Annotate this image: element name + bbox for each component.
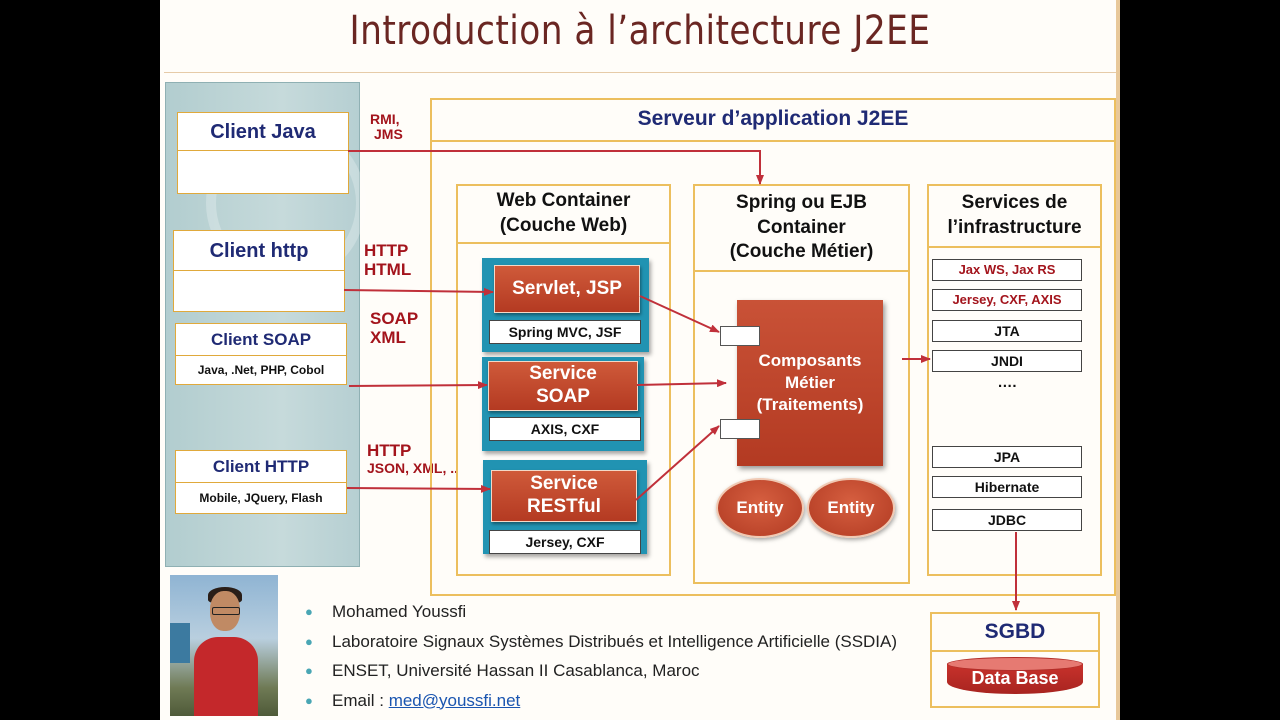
service-hibernate: Hibernate — [932, 476, 1082, 498]
service-jax: Jax WS, Jax RS — [932, 259, 1082, 281]
client-http-title: Client http — [174, 231, 344, 271]
database-cylinder: Data Base — [947, 657, 1083, 699]
client-soap-title: Client SOAP — [176, 324, 346, 356]
database-label: Data Base — [971, 668, 1059, 688]
client-soap-box: Client SOAP Java, .Net, PHP, Cobol — [175, 323, 347, 385]
client-soap-sub: Java, .Net, PHP, Cobol — [197, 363, 325, 377]
client-java-title: Client Java — [178, 113, 348, 151]
arrow-java-to-business — [348, 150, 764, 185]
service-jta: JTA — [932, 320, 1082, 342]
arrow-http-to-servlet — [343, 287, 494, 296]
entity-1: Entity — [716, 478, 804, 538]
arrow-soap-to-components — [636, 379, 727, 388]
sgbd-box — [930, 612, 1100, 708]
arrows-layer — [343, 150, 1020, 611]
client-rest-title: Client HTTP — [176, 451, 346, 483]
arrow-rest-to-components — [635, 425, 720, 501]
service-jdbc: JDBC — [932, 509, 1082, 531]
web-container-header: Web Container(Couche Web) — [456, 184, 671, 244]
service-jndi: JNDI — [932, 350, 1082, 372]
entity-2: Entity — [807, 478, 895, 538]
author-email-item: ●Email : med@youssfi.net — [305, 690, 521, 710]
arrow-soap-to-service — [348, 381, 488, 390]
service-jpa: JPA — [932, 446, 1082, 468]
service-jersey: Jersey, CXF, AXIS — [932, 289, 1082, 311]
author-info-list: ●Mohamed Youssfi ●Laboratoire Signaux Sy… — [305, 600, 897, 718]
author-photo — [170, 575, 278, 716]
author-school-item: ●ENSET, Université Hassan II Casablanca,… — [305, 661, 700, 680]
slide-border — [1116, 0, 1120, 720]
client-java-box: Client Java — [177, 112, 349, 194]
component-port-top — [720, 326, 760, 346]
servlet-jsp-box: Servlet, JSP — [494, 265, 640, 313]
author-email-link[interactable]: med@youssfi.net — [388, 690, 521, 710]
title-divider — [164, 72, 1116, 73]
server-title: Serveur d’application J2EE — [430, 98, 1116, 142]
servlet-lib-label: Spring MVC, JSF — [489, 320, 641, 344]
author-lab-item: ●Laboratoire Signaux Systèmes Distribués… — [305, 631, 898, 651]
arrow-servlet-to-components — [639, 295, 720, 333]
slide: Introduction à l’architecture J2EE Clien… — [160, 0, 1120, 720]
client-rest-box: Client HTTP Mobile, JQuery, Flash — [175, 450, 347, 514]
arrow-rest-to-service — [346, 484, 491, 493]
service-ellipsis: …. — [997, 374, 1017, 391]
client-rest-sub: Mobile, JQuery, Flash — [199, 491, 323, 505]
sgbd-title: SGBD — [930, 612, 1100, 652]
protocol-rmi: RMI,JMS — [370, 111, 403, 143]
rest-lib-label: Jersey, CXF — [489, 530, 641, 554]
client-http-box: Client http — [173, 230, 345, 312]
component-port-bottom — [720, 419, 760, 439]
soap-lib-label: AXIS, CXF — [489, 417, 641, 441]
author-name-item: ●Mohamed Youssfi — [305, 602, 467, 621]
slide-title: Introduction à l’architecture J2EE — [349, 8, 931, 54]
